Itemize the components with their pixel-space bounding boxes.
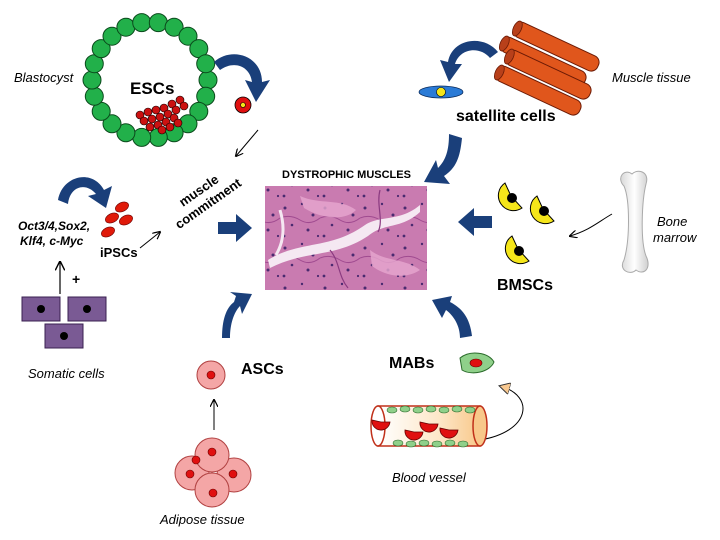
bone-to-bmsc-arrow [570,213,613,236]
somatic-cells-label: Somatic cells [28,366,105,381]
bmscs-label: BMSCs [497,277,553,294]
esc-ring-cell [164,17,184,37]
esc-ring-cell [116,17,136,37]
muscle-tissue-fibers [493,20,600,116]
factors-line2: Klf4, c-Myc [20,234,84,248]
esc-ring-cell [189,101,209,121]
dystrophic-muscle-histology [265,186,427,290]
ipsc-cells [101,201,133,238]
esc-ring-cell [82,70,102,90]
vessel-to-mab-arrow [479,386,524,441]
asc-to-muscle-arrow [212,292,252,338]
esc-to-commitment-arrow [236,129,259,156]
escs-label: ESCs [130,79,174,98]
esc-ring-cell [198,70,218,90]
esc-ring-cell [84,86,104,106]
satellite-to-muscle-arrow [424,134,462,184]
blood-vessel-label: Blood vessel [392,470,467,485]
esc-ring-cell [196,54,216,74]
esc-ring-cell [102,114,122,134]
esc-self-renewal-arrow [214,54,270,102]
esc-ring-cell [102,26,122,46]
satellite-self-renewal-arrow [440,40,498,82]
esc-ring-cell [132,13,152,33]
bone-label: Bone [657,214,687,229]
esc-ring-cell [116,123,136,143]
blastocyst-label: Blastocyst [14,70,75,85]
mab-cell [459,352,495,374]
adipose-tissue-label: Adipose tissue [159,512,245,527]
mabs-label: MABs [389,355,434,372]
mab-to-muscle-arrow [432,296,472,338]
esc-ring-cell [178,26,198,46]
bmsc-cells [497,182,555,265]
ipsc-reprogramming-arrow [58,177,112,208]
ipscs-label: iPSCs [100,245,138,260]
ascs-label: ASCs [241,361,284,378]
left-to-muscle-arrow [218,214,252,242]
marrow-label: marrow [653,230,698,245]
plus-sign: + [72,271,80,287]
factors-line1: Oct3/4,Sox2, [18,219,90,233]
esc-ring-cell [132,127,152,147]
blood-vessel [370,405,488,448]
esc-ring-cell [91,39,111,59]
satellite-cells-label: satellite cells [456,108,556,125]
inner-cell-mass [135,95,189,135]
bmsc-to-muscle-arrow [458,208,492,236]
blastocyst-group: ESCs Blastocyst [14,13,218,147]
esc-ring-cell [148,13,168,33]
adipose-tissue-cells [174,437,252,508]
ipsc-to-commitment-arrow [139,232,160,249]
somatic-cells [21,296,107,349]
muscle-tissue-label: Muscle tissue [612,70,691,85]
dystrophic-muscles-title: DYSTROPHIC MUSCLES [282,169,411,181]
bone-icon [620,170,649,273]
